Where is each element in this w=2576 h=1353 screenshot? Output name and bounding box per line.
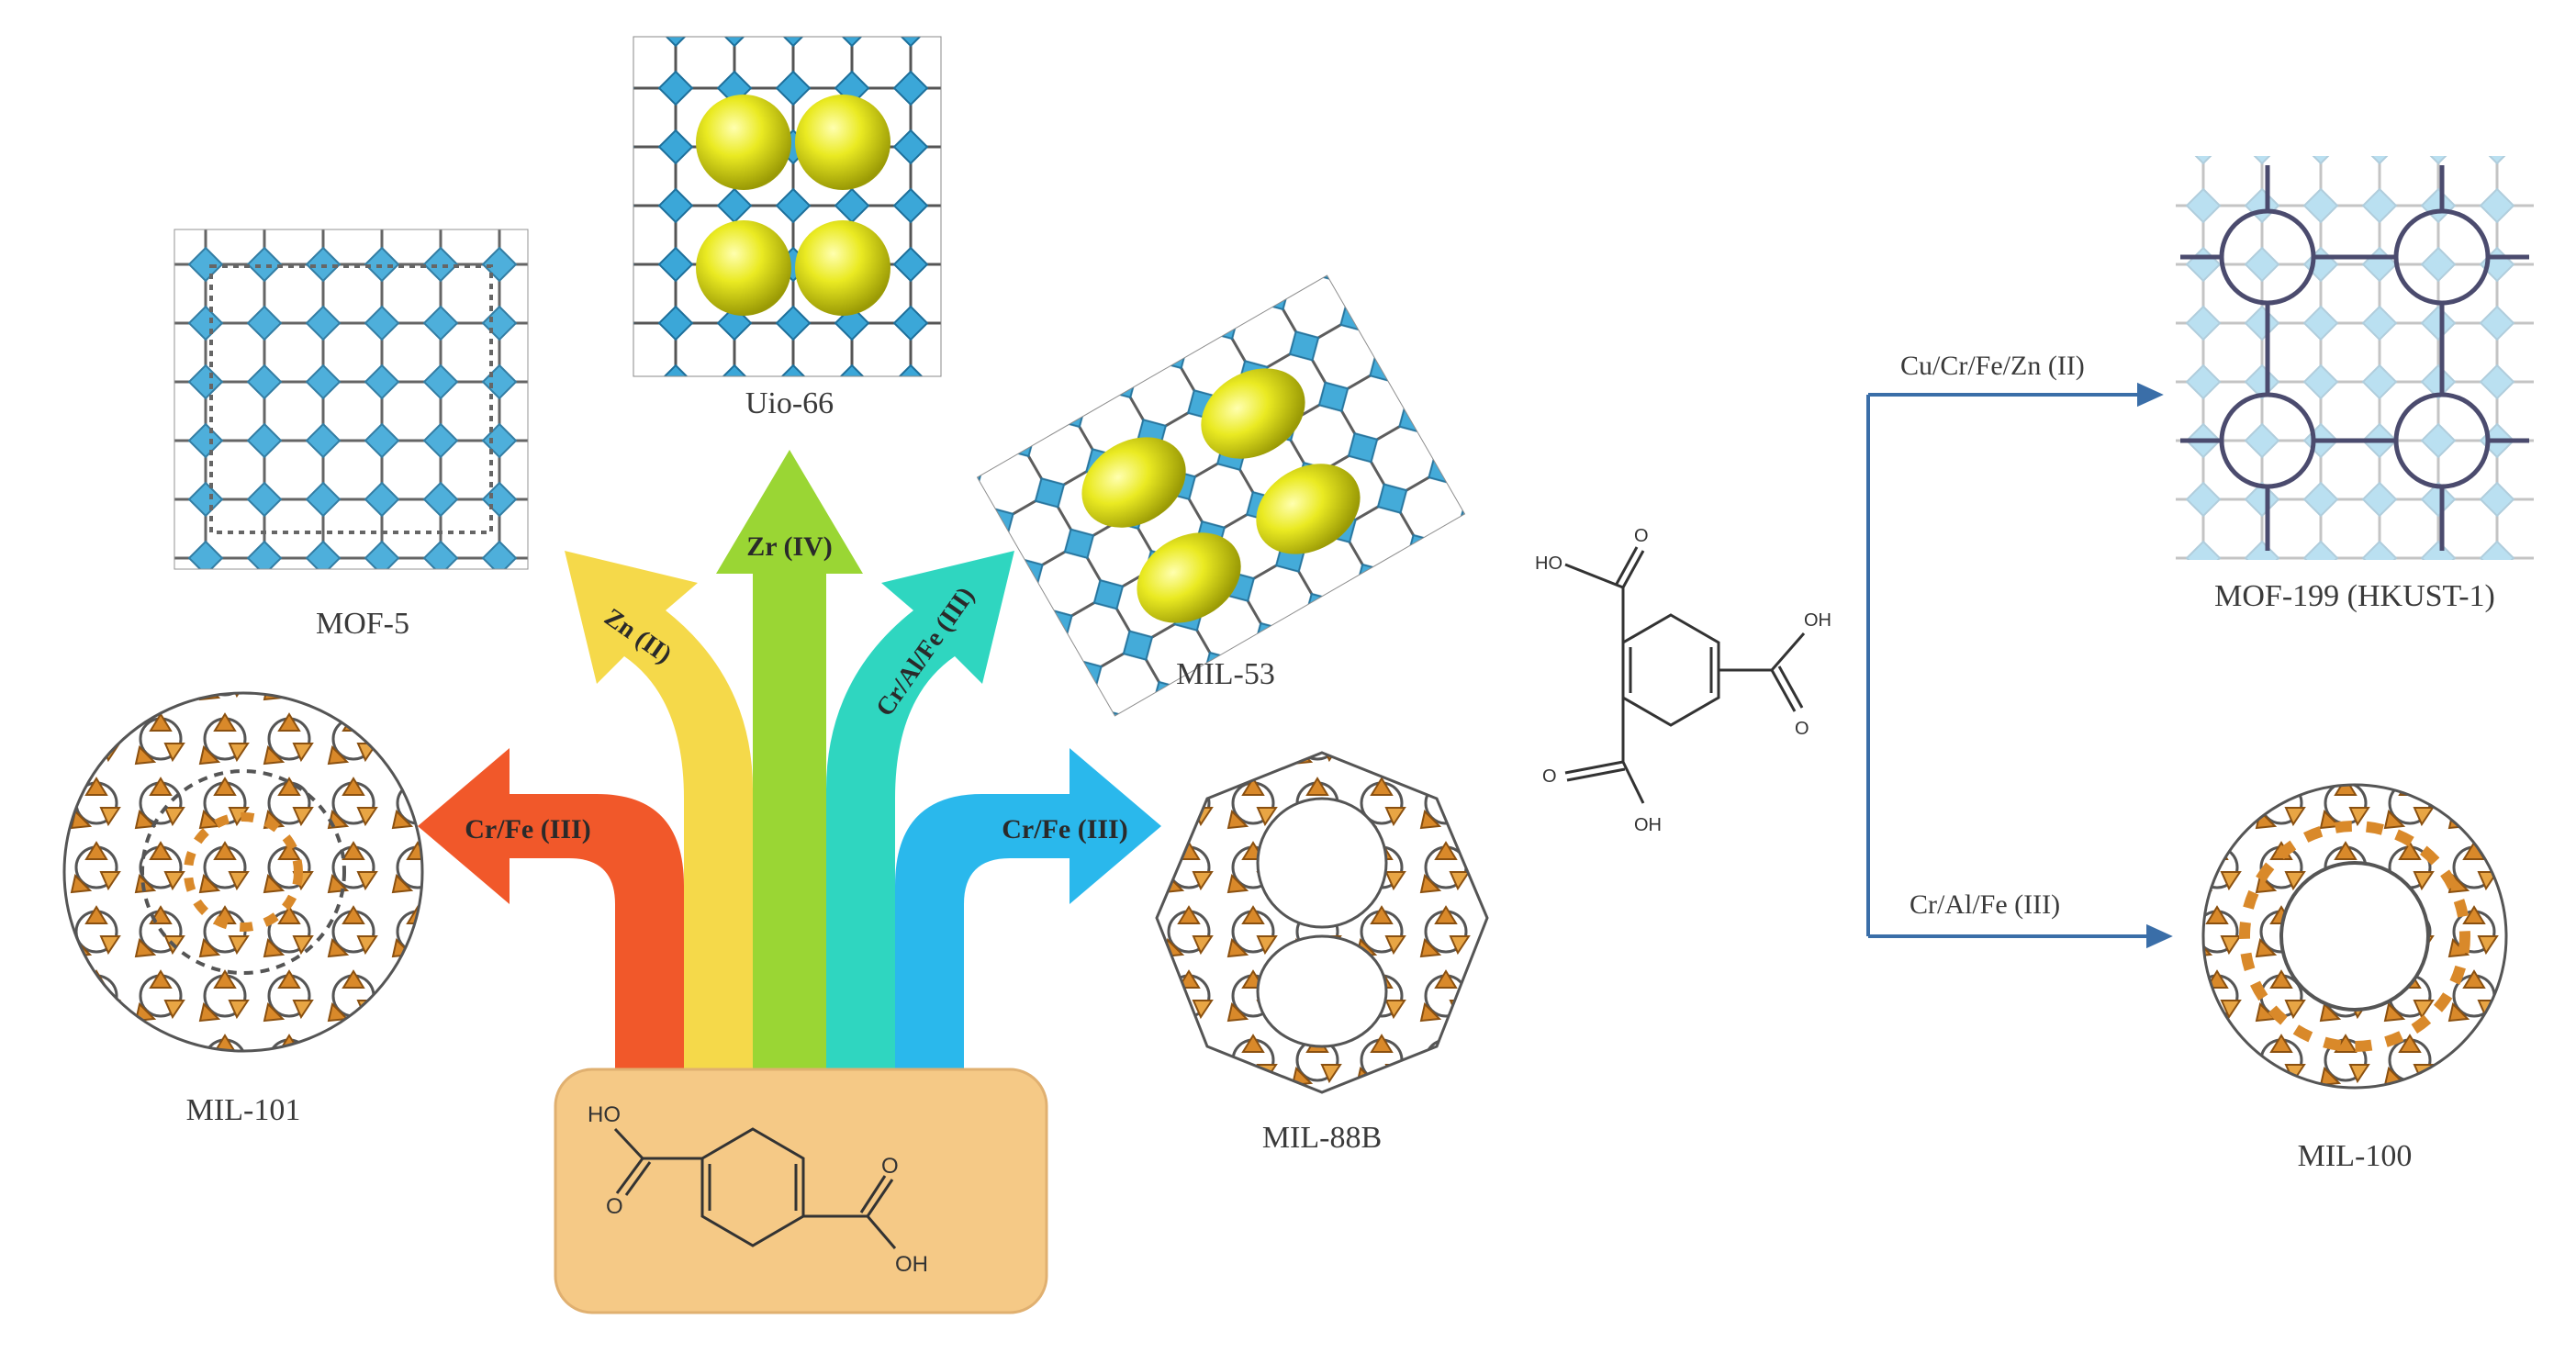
- bdc-o-right: O: [881, 1154, 899, 1179]
- route-label-top: Cu/Cr/Fe/Zn (II): [1900, 351, 2085, 381]
- btc-o1: O: [1634, 526, 1649, 546]
- mof199-label: MOF-199 (HKUST-1): [2214, 579, 2495, 613]
- mil100-label: MIL-100: [2298, 1139, 2413, 1173]
- bdc-linker: HO O O OH: [554, 1068, 1048, 1314]
- arrow-label: Zr (IV): [746, 531, 833, 562]
- route-arrows: [1866, 382, 2173, 949]
- arrow-label: Cr/Fe (III): [1002, 814, 1127, 844]
- bdc-o-left: O: [606, 1194, 623, 1219]
- mof199-structure: [2176, 156, 2534, 560]
- btc-linker: HO O OH O O OH: [1535, 526, 1831, 835]
- bdc-oh-top: HO: [588, 1102, 621, 1127]
- mil53-structure: [976, 274, 1466, 717]
- arrow-cr-fe-right: [895, 748, 1161, 1079]
- arrow-label: Cr/Fe (III): [465, 814, 590, 844]
- arrow-zn: [565, 551, 753, 1079]
- mof5-structure: [174, 229, 529, 570]
- mof5-label: MOF-5: [316, 607, 409, 641]
- linker-tray: [554, 1068, 1048, 1314]
- mil88b-label: MIL-88B: [1262, 1121, 1382, 1155]
- arrow-cr-fe-left: [418, 748, 684, 1079]
- mil88b-structure: [1155, 751, 1489, 1094]
- mil100-structure: [2201, 783, 2508, 1090]
- arrow-cr-al-fe: [826, 551, 1014, 1079]
- pore-sphere: [795, 220, 890, 316]
- uio66-structure: [633, 36, 942, 377]
- pore-sphere: [696, 95, 791, 190]
- mil101-label: MIL-101: [186, 1093, 301, 1127]
- btc-o2: O: [1795, 719, 1809, 739]
- route-label-bottom: Cr/Al/Fe (III): [1910, 889, 2060, 920]
- pore-sphere: [696, 220, 791, 316]
- uio66-label: Uio-66: [745, 386, 834, 420]
- mil53-label: MIL-53: [1176, 657, 1275, 691]
- mil101-structure: [62, 691, 424, 1053]
- btc-oh-right: OH: [1804, 610, 1831, 631]
- pore-sphere: [795, 95, 890, 190]
- bdc-oh-bottom: OH: [895, 1252, 928, 1277]
- btc-ho: HO: [1535, 554, 1562, 574]
- btc-o3: O: [1542, 766, 1557, 787]
- synthesis-arrows: Cr/Fe (III) Zn (II) Zr (IV) Cr/Al/Fe (II…: [418, 450, 1161, 1079]
- btc-oh-bottom: OH: [1634, 815, 1662, 835]
